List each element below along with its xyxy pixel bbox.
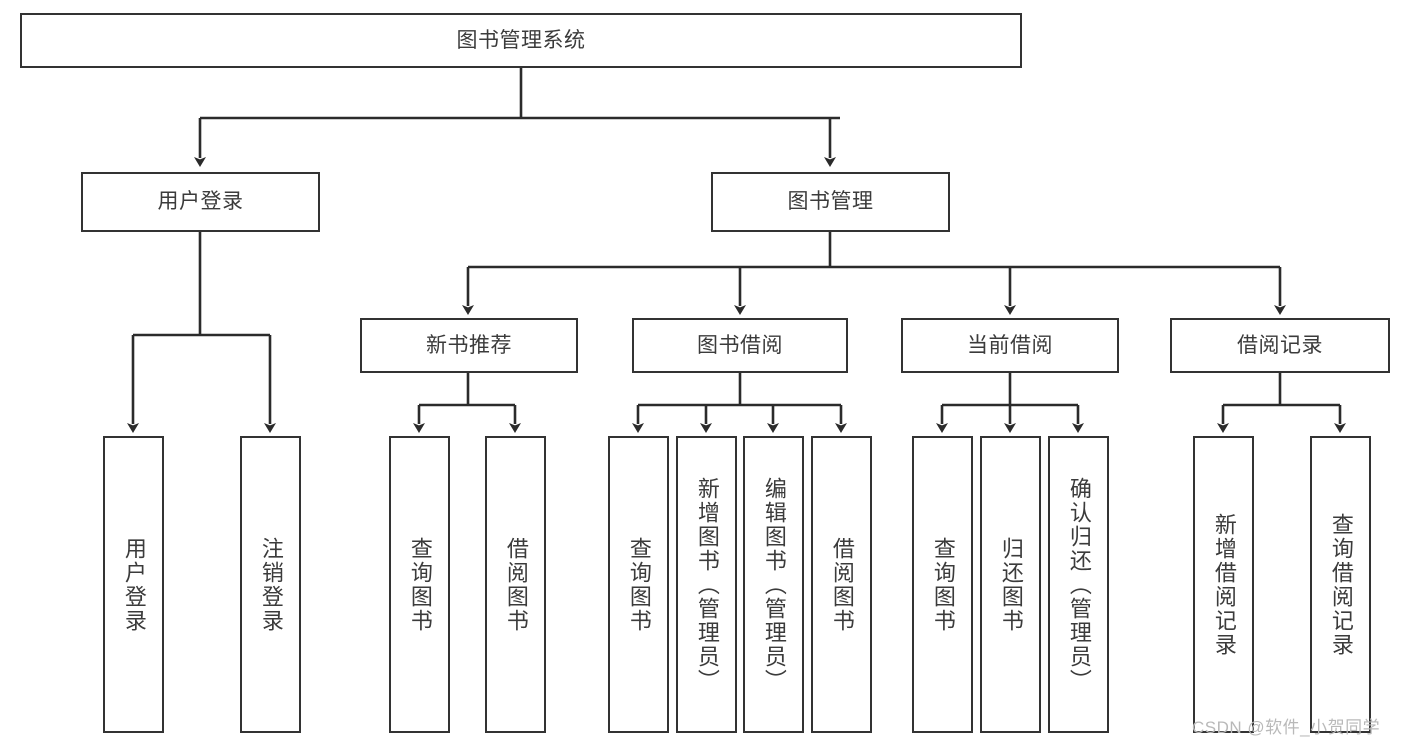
node-root[interactable]: 图书管理系统 <box>20 13 1022 68</box>
node-current-borrow-label: 当前借阅 <box>967 333 1053 357</box>
node-leaf-return-book-label: 归还图书 <box>998 536 1024 633</box>
node-borrow-record-label: 借阅记录 <box>1237 333 1323 357</box>
node-leaf-query-record-label: 查询借阅记录 <box>1328 512 1354 657</box>
node-leaf-logout[interactable]: 注销登录 <box>240 436 301 733</box>
node-leaf-user-login-label: 用户登录 <box>121 536 147 633</box>
node-leaf-query-book-1[interactable]: 查询图书 <box>389 436 450 733</box>
watermark: CSDN @软件_小贺同学 <box>1192 718 1381 737</box>
node-leaf-borrow-book-2-label: 借阅图书 <box>829 536 855 633</box>
node-leaf-query-book-1-label: 查询图书 <box>407 536 433 633</box>
node-leaf-borrow-book-2[interactable]: 借阅图书 <box>811 436 872 733</box>
node-leaf-add-record-label: 新增借阅记录 <box>1211 512 1237 657</box>
node-leaf-query-book-3-label: 查询图书 <box>930 536 956 633</box>
node-book-borrow[interactable]: 图书借阅 <box>632 318 848 373</box>
node-borrow-record[interactable]: 借阅记录 <box>1170 318 1390 373</box>
node-current-borrow[interactable]: 当前借阅 <box>901 318 1119 373</box>
node-leaf-add-book[interactable]: 新增图书（管理员） <box>676 436 737 733</box>
node-user-login[interactable]: 用户登录 <box>81 172 320 232</box>
node-user-login-label: 用户登录 <box>157 190 244 214</box>
node-leaf-user-login[interactable]: 用户登录 <box>103 436 164 733</box>
node-leaf-borrow-book-1[interactable]: 借阅图书 <box>485 436 546 733</box>
node-leaf-return-book[interactable]: 归还图书 <box>980 436 1041 733</box>
node-new-book-rec[interactable]: 新书推荐 <box>360 318 578 373</box>
node-root-label: 图书管理系统 <box>456 28 586 52</box>
node-leaf-query-record[interactable]: 查询借阅记录 <box>1310 436 1371 733</box>
node-leaf-borrow-book-1-label: 借阅图书 <box>503 536 529 633</box>
node-leaf-query-book-2[interactable]: 查询图书 <box>608 436 669 733</box>
node-leaf-edit-book-label: 编辑图书（管理员） <box>761 476 787 693</box>
node-book-manage-label: 图书管理 <box>787 190 874 214</box>
node-leaf-query-book-2-label: 查询图书 <box>626 536 652 633</box>
node-leaf-confirm-return-label: 确认归还（管理员） <box>1066 476 1092 693</box>
node-leaf-query-book-3[interactable]: 查询图书 <box>912 436 973 733</box>
node-leaf-logout-label: 注销登录 <box>258 536 284 633</box>
node-leaf-add-book-label: 新增图书（管理员） <box>694 476 720 693</box>
node-leaf-edit-book[interactable]: 编辑图书（管理员） <box>743 436 804 733</box>
node-new-book-rec-label: 新书推荐 <box>426 333 512 357</box>
node-book-manage[interactable]: 图书管理 <box>711 172 950 232</box>
node-book-borrow-label: 图书借阅 <box>697 333 783 357</box>
node-leaf-confirm-return[interactable]: 确认归还（管理员） <box>1048 436 1109 733</box>
node-leaf-add-record[interactable]: 新增借阅记录 <box>1193 436 1254 733</box>
